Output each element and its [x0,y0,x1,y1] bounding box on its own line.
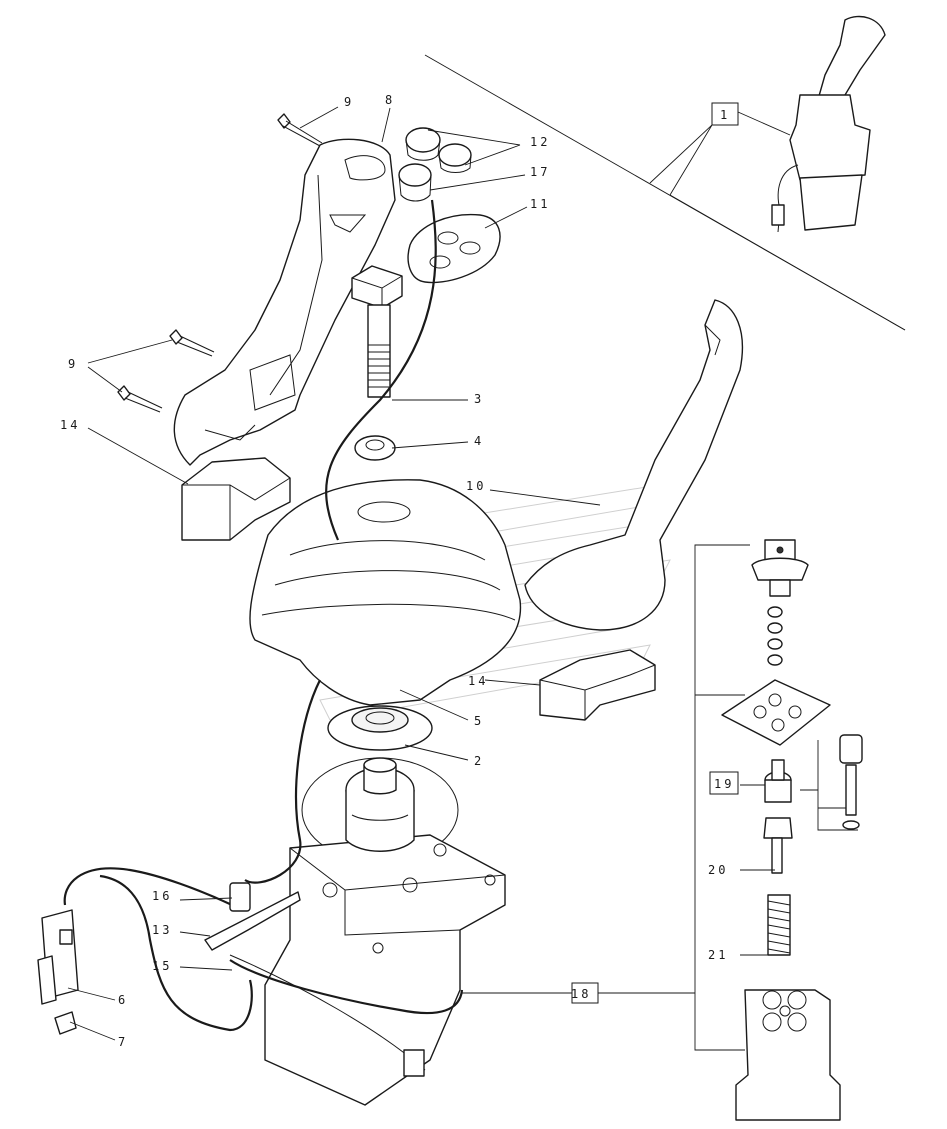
valve-housing [735,989,841,1121]
screw-part-9-mid [169,329,215,357]
callout-19: 19 [714,777,734,791]
boot-part-5 [249,479,522,706]
callout-20: 20 [708,863,728,877]
detail-bracket [694,544,750,1051]
callout-6: 6 [118,993,128,1007]
callout-14-left: 14 [60,418,80,432]
callout-9-left: 9 [68,357,78,371]
callout-11: 11 [530,197,550,211]
half-shell-part-10 [524,299,744,631]
plunger-cap [751,539,809,597]
harness-wire-5 [229,959,464,1015]
callout-8: 8 [385,93,395,107]
washer-part-2 [327,705,433,751]
base-actuator [264,757,506,1106]
switch-plate-part-11 [407,213,501,284]
callout-4: 4 [474,434,484,448]
screw-part-9-low [117,385,163,413]
callout-2: 2 [474,754,484,768]
callout-17: 17 [530,165,550,179]
callout-16: 16 [152,889,172,903]
screw-part-9-top [277,113,323,147]
connector-part-6 [37,909,79,1005]
harness-wire-3 [63,867,233,906]
harness-wire-2 [244,679,321,884]
cam-plate [721,679,831,746]
harness-wire-1 [325,199,437,541]
block-part-14-left [181,457,291,541]
pusher-part-19 [764,759,792,803]
block-part-14-right [539,649,656,721]
pusher-assembly-side [839,734,863,830]
callout-21: 21 [708,948,728,962]
harness-wire-4 [99,874,253,1032]
callout-box-18 [571,982,599,1004]
callout-box-1 [711,102,739,126]
callout-14-right: 14 [468,674,488,688]
callout-box-19 [709,771,739,795]
callout-12: 12 [530,135,550,149]
bracket-part-13 [204,891,301,951]
handle-part-8 [173,138,396,466]
grommet-part-16 [229,882,251,912]
callout-13: 13 [152,923,172,937]
callout-7: 7 [118,1035,128,1049]
cap-part-17 [398,163,432,202]
complete-joystick-inset [771,15,886,233]
callout-3: 3 [474,392,484,406]
spool-part-20 [763,817,793,874]
callout-15: 15 [152,959,172,973]
callout-1: 1 [720,108,730,122]
bolt-part-3 [351,265,403,398]
callout-10: 10 [466,479,486,493]
callout-5: 5 [474,714,484,728]
leader-lines [67,106,775,1041]
clip-part-7 [54,1011,77,1035]
callout-18: 18 [571,987,591,1001]
spring-part-21 [767,894,791,956]
cap-part-12-b [438,143,472,173]
seal-stack [767,606,783,666]
callout-9-top: 9 [344,95,354,109]
strap-part-15 [229,954,426,1077]
cap-part-12-a [405,127,441,161]
nut-part-4 [354,435,396,461]
